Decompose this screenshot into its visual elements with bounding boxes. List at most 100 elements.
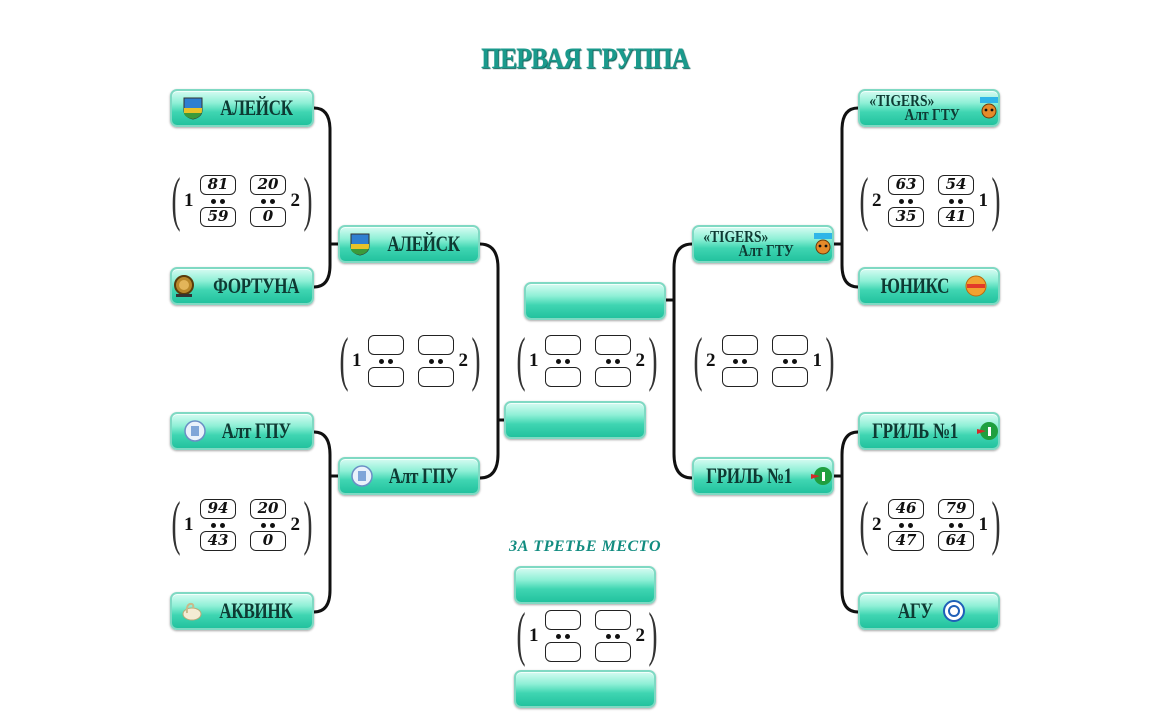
series-wins-right: 2 — [290, 190, 301, 211]
altgpu-emblem-icon — [184, 420, 206, 442]
agu-emblem-icon — [943, 600, 966, 622]
paren-left: ( — [859, 166, 869, 232]
paren-left: ( — [339, 326, 349, 392]
colon — [947, 195, 965, 207]
series-wins-left: 1 — [352, 350, 362, 371]
score-bottom: 41 — [938, 207, 974, 227]
series-wins-left: 1 — [184, 190, 194, 211]
score-top — [772, 335, 808, 355]
score-bottom: 0 — [250, 531, 286, 551]
series-wins-right: 2 — [635, 625, 646, 646]
game-score: 63 35 — [888, 175, 924, 229]
colon — [604, 355, 622, 367]
series-wins-left: 1 — [529, 625, 539, 646]
game-score — [595, 335, 631, 389]
game-score: 20 0 — [250, 499, 286, 553]
colon — [427, 355, 445, 367]
colon — [377, 355, 395, 367]
paren-right: ) — [648, 601, 658, 667]
tigers-label-line1: «TIGERS» — [869, 91, 935, 110]
bracket-line-right-semi — [672, 242, 693, 480]
game-score — [595, 610, 631, 664]
page-title: ПЕРВАЯ ГРУППА — [481, 42, 690, 75]
series-wins-left: 2 — [872, 190, 882, 211]
score-top: 63 — [888, 175, 924, 195]
team-tigers-r1[interactable]: «TIGERS» Алт ГТУ — [858, 89, 1000, 127]
colon — [209, 195, 227, 207]
colon — [897, 519, 915, 531]
score-bottom — [595, 642, 631, 662]
paren-right: ) — [825, 326, 835, 392]
team-label: ФОРТУНА — [212, 273, 300, 298]
team-label: АКВИНК — [219, 598, 293, 623]
series-score-left-lower: ( ) 1 2 94 43 20 0 — [171, 493, 312, 557]
series-score-left-semi: ( ) 1 2 — [339, 329, 480, 393]
team-label: АЛЕЙСК — [219, 95, 293, 120]
colon — [259, 519, 277, 531]
team-fortuna[interactable]: ФОРТУНА — [170, 267, 314, 305]
series-wins-right: 2 — [458, 350, 469, 371]
score-bottom — [722, 367, 758, 387]
final-slot-top[interactable] — [524, 282, 666, 320]
akvink-swan-icon — [182, 602, 202, 621]
score-bottom — [418, 367, 454, 387]
score-bottom: 47 — [888, 531, 924, 551]
third-slot-bottom[interactable] — [514, 670, 656, 708]
game-score: 81 59 — [200, 175, 236, 229]
tigers-label-line2: Алт ГТУ — [904, 105, 961, 124]
bracket-line-left-lower — [313, 430, 332, 614]
colon — [897, 195, 915, 207]
team-label: АЛЕЙСК — [386, 231, 460, 256]
third-slot-top[interactable] — [514, 566, 656, 604]
tigers-label-line1: «TIGERS» — [703, 227, 769, 246]
team-altgpu-r2[interactable]: Алт ГПУ — [338, 457, 480, 495]
paren-right: ) — [991, 490, 1001, 556]
series-score-right-upper: ( ) 2 1 63 35 54 41 — [859, 169, 1000, 233]
score-top: 46 — [888, 499, 924, 519]
team-tigers-r2[interactable]: «TIGERS» Алт ГТУ — [692, 225, 834, 263]
aleysk-emblem-icon — [350, 233, 370, 256]
final-slot-bottom[interactable] — [504, 401, 646, 439]
score-top: 79 — [938, 499, 974, 519]
team-label: Алт ГПУ — [221, 418, 291, 443]
tigers-label: «TIGERS» Алт ГТУ — [869, 91, 961, 124]
paren-left: ( — [516, 601, 526, 667]
series-wins-right: 2 — [290, 514, 301, 535]
paren-right: ) — [991, 166, 1001, 232]
series-wins-left: 2 — [706, 350, 716, 371]
paren-right: ) — [648, 326, 658, 392]
gril-logo-icon — [811, 467, 833, 485]
series-wins-left: 2 — [872, 514, 882, 535]
series-score-right-semi: ( ) 2 1 — [693, 329, 834, 393]
third-place-title: ЗА ТРЕТЬЕ МЕСТО — [508, 538, 661, 555]
score-top — [545, 610, 581, 630]
team-uniks[interactable]: ЮНИКС — [858, 267, 1000, 305]
team-gril-r2[interactable]: ГРИЛЬ №1 — [692, 457, 834, 495]
team-akvink[interactable]: АКВИНК — [170, 592, 314, 630]
gril-logo-icon — [977, 422, 999, 440]
team-altgpu-r1[interactable]: Алт ГПУ — [170, 412, 314, 450]
tiger-mascot-icon — [979, 97, 998, 119]
game-score — [545, 335, 581, 389]
team-label: ГРИЛЬ №1 — [872, 418, 958, 443]
series-wins-right: 1 — [978, 190, 989, 211]
score-top: 20 — [250, 499, 286, 519]
colon — [259, 195, 277, 207]
game-score: 79 64 — [938, 499, 974, 553]
team-aleysk-r1[interactable]: АЛЕЙСК — [170, 89, 314, 127]
team-gril-r1[interactable]: ГРИЛЬ №1 — [858, 412, 1000, 450]
bracket-line-left-semi — [479, 242, 500, 480]
team-agu[interactable]: АГУ — [858, 592, 1000, 630]
colon — [731, 355, 749, 367]
paren-left: ( — [859, 490, 869, 556]
score-bottom: 59 — [200, 207, 236, 227]
game-score: 54 41 — [938, 175, 974, 229]
game-score — [722, 335, 758, 389]
game-score: 20 0 — [250, 175, 286, 229]
score-bottom: 35 — [888, 207, 924, 227]
paren-left: ( — [516, 326, 526, 392]
score-bottom — [368, 367, 404, 387]
team-aleysk-r2[interactable]: АЛЕЙСК — [338, 225, 480, 263]
score-bottom — [595, 367, 631, 387]
colon — [781, 355, 799, 367]
